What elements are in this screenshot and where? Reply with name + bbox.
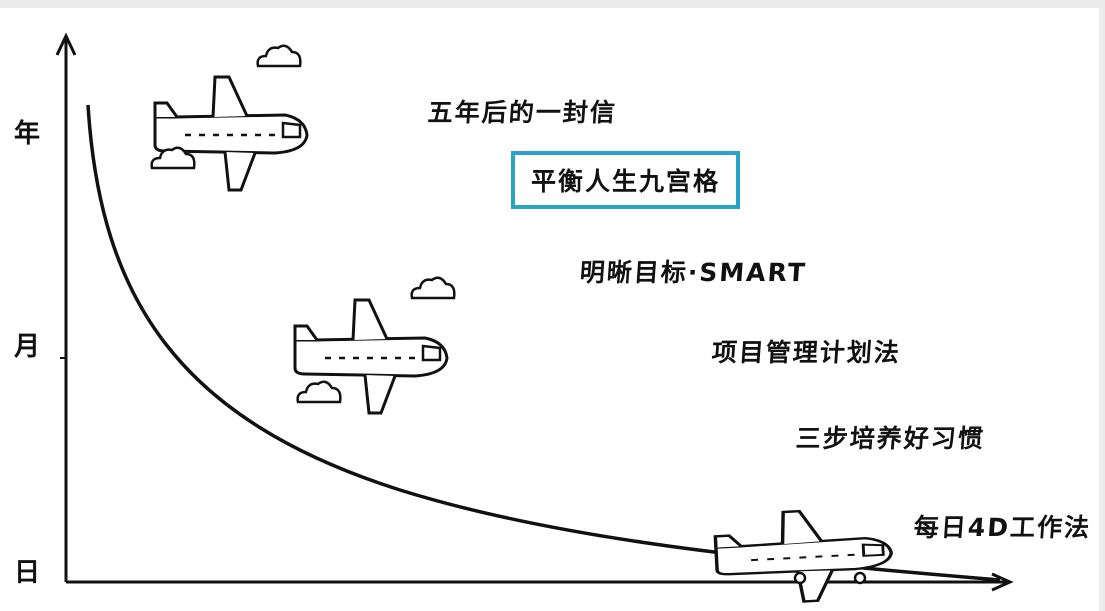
- label-letter-five-years: 五年后的一封信: [426, 98, 618, 127]
- label-project-planning: 项目管理计划法: [710, 338, 902, 367]
- y-axis: [55, 32, 77, 582]
- cloud-icon: [296, 380, 342, 404]
- highlighted-label-box: 平衡人生九宫格: [511, 151, 740, 209]
- cloud-icon: [410, 276, 456, 300]
- label-habit-building: 三步培养好习惯: [794, 424, 986, 453]
- label-daily-4d-method: 每日4D工作法: [912, 513, 1093, 542]
- label-balanced-life-grid: 平衡人生九宫格: [530, 167, 720, 196]
- airplane-landing-icon: [712, 504, 896, 608]
- cloud-icon: [256, 44, 302, 68]
- right-border: [1099, 0, 1105, 611]
- label-smart-goals: 明晰目标·SMART: [578, 258, 808, 287]
- y-axis-label-day: 日: [14, 558, 41, 588]
- airplane-icon: [153, 75, 309, 192]
- x-axis: [66, 572, 1014, 592]
- y-axis-label-month: 月: [14, 332, 41, 362]
- y-axis-label-year: 年: [14, 119, 41, 149]
- top-border: [0, 0, 1105, 8]
